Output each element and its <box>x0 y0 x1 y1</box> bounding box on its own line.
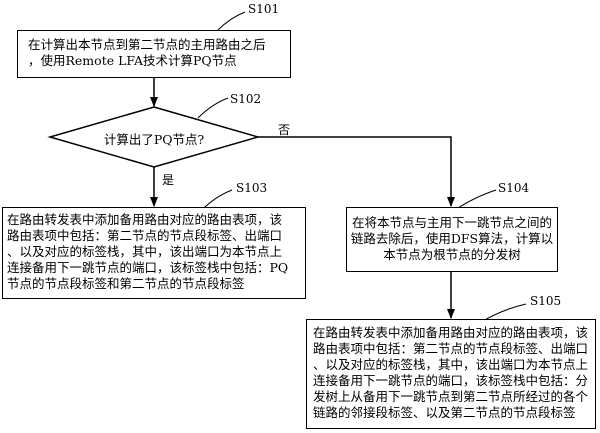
step-label-s105: S105 <box>530 294 562 308</box>
step-label-s103: S103 <box>236 181 268 195</box>
branch-label-yes: 是 <box>162 173 175 187</box>
step-box-s103: 在路由转发表中添加备用路由对应的路由表项，该 路由表项中包括：第二节点的节点段标… <box>2 207 306 299</box>
s104-text-line: 在将本节点与主用下一跳节点之间的 <box>351 215 552 230</box>
decision-question: 计算出了PQ节点? <box>103 132 205 147</box>
step-box-s104: 在将本节点与主用下一跳节点之间的 链路去除后，使用DFS算法，计算以 本节点为根… <box>346 207 558 272</box>
step-label-s101: S101 <box>248 2 280 16</box>
branch-label-no: 否 <box>278 123 291 137</box>
s104-text-line: 链路去除后，使用DFS算法，计算以 <box>350 231 554 246</box>
s105-text-line: 连接备用下一跳节点的端口，该标签栈中包括：分 <box>313 373 589 388</box>
s102-leader <box>197 97 229 119</box>
s104-text-line: 本节点为根节点的分发树 <box>383 247 521 262</box>
s101-leader <box>217 11 246 31</box>
arrow-s102-to-s104 <box>258 136 455 207</box>
s105-text-line: 路由表项中包括：第二节点的节点段标签、出端口 <box>313 341 589 356</box>
s105-text-line: 、以及对应的标签栈，其中，该出端口为本节点上 <box>313 357 589 372</box>
step-label-s104: S104 <box>498 181 530 195</box>
s101-text-line: ，使用Remote LFA技术计算PQ节点 <box>28 53 237 68</box>
s103-text-line: 路由表项中包括：第二节点的节点段标签、出端口 <box>7 228 283 243</box>
s105-text-line: 发树上从备用下一跳节点到第二节点所经过的各个 <box>313 389 589 404</box>
s105-text-line: 在路由转发表中添加备用路由对应的路由表项，该 <box>313 325 589 340</box>
step-box-s105: 在路由转发表中添加备用路由对应的路由表项，该 路由表项中包括：第二节点的节点段标… <box>306 319 596 429</box>
step-label-s102: S102 <box>230 92 262 106</box>
s105-text-line: 链路的邻接段标签、以及第二节点的节点段标签 <box>313 405 576 420</box>
s103-text-line: 节点的节点段标签和第二节点的节点段标签 <box>7 276 245 291</box>
s101-text-line: 在计算出本节点到第二节点的主用路由之后 <box>28 37 266 52</box>
s103-text-line: 连接备用下一跳节点的端口，该标签栈中包括：PQ <box>7 260 289 275</box>
s103-text-line: 、以及对应的标签栈，其中，该出端口为本节点上 <box>7 244 283 259</box>
step-box-s101: 在计算出本节点到第二节点的主用路由之后 ，使用Remote LFA技术计算PQ节… <box>17 30 291 78</box>
s103-text-line: 在路由转发表中添加备用路由对应的路由表项，该 <box>7 212 283 227</box>
